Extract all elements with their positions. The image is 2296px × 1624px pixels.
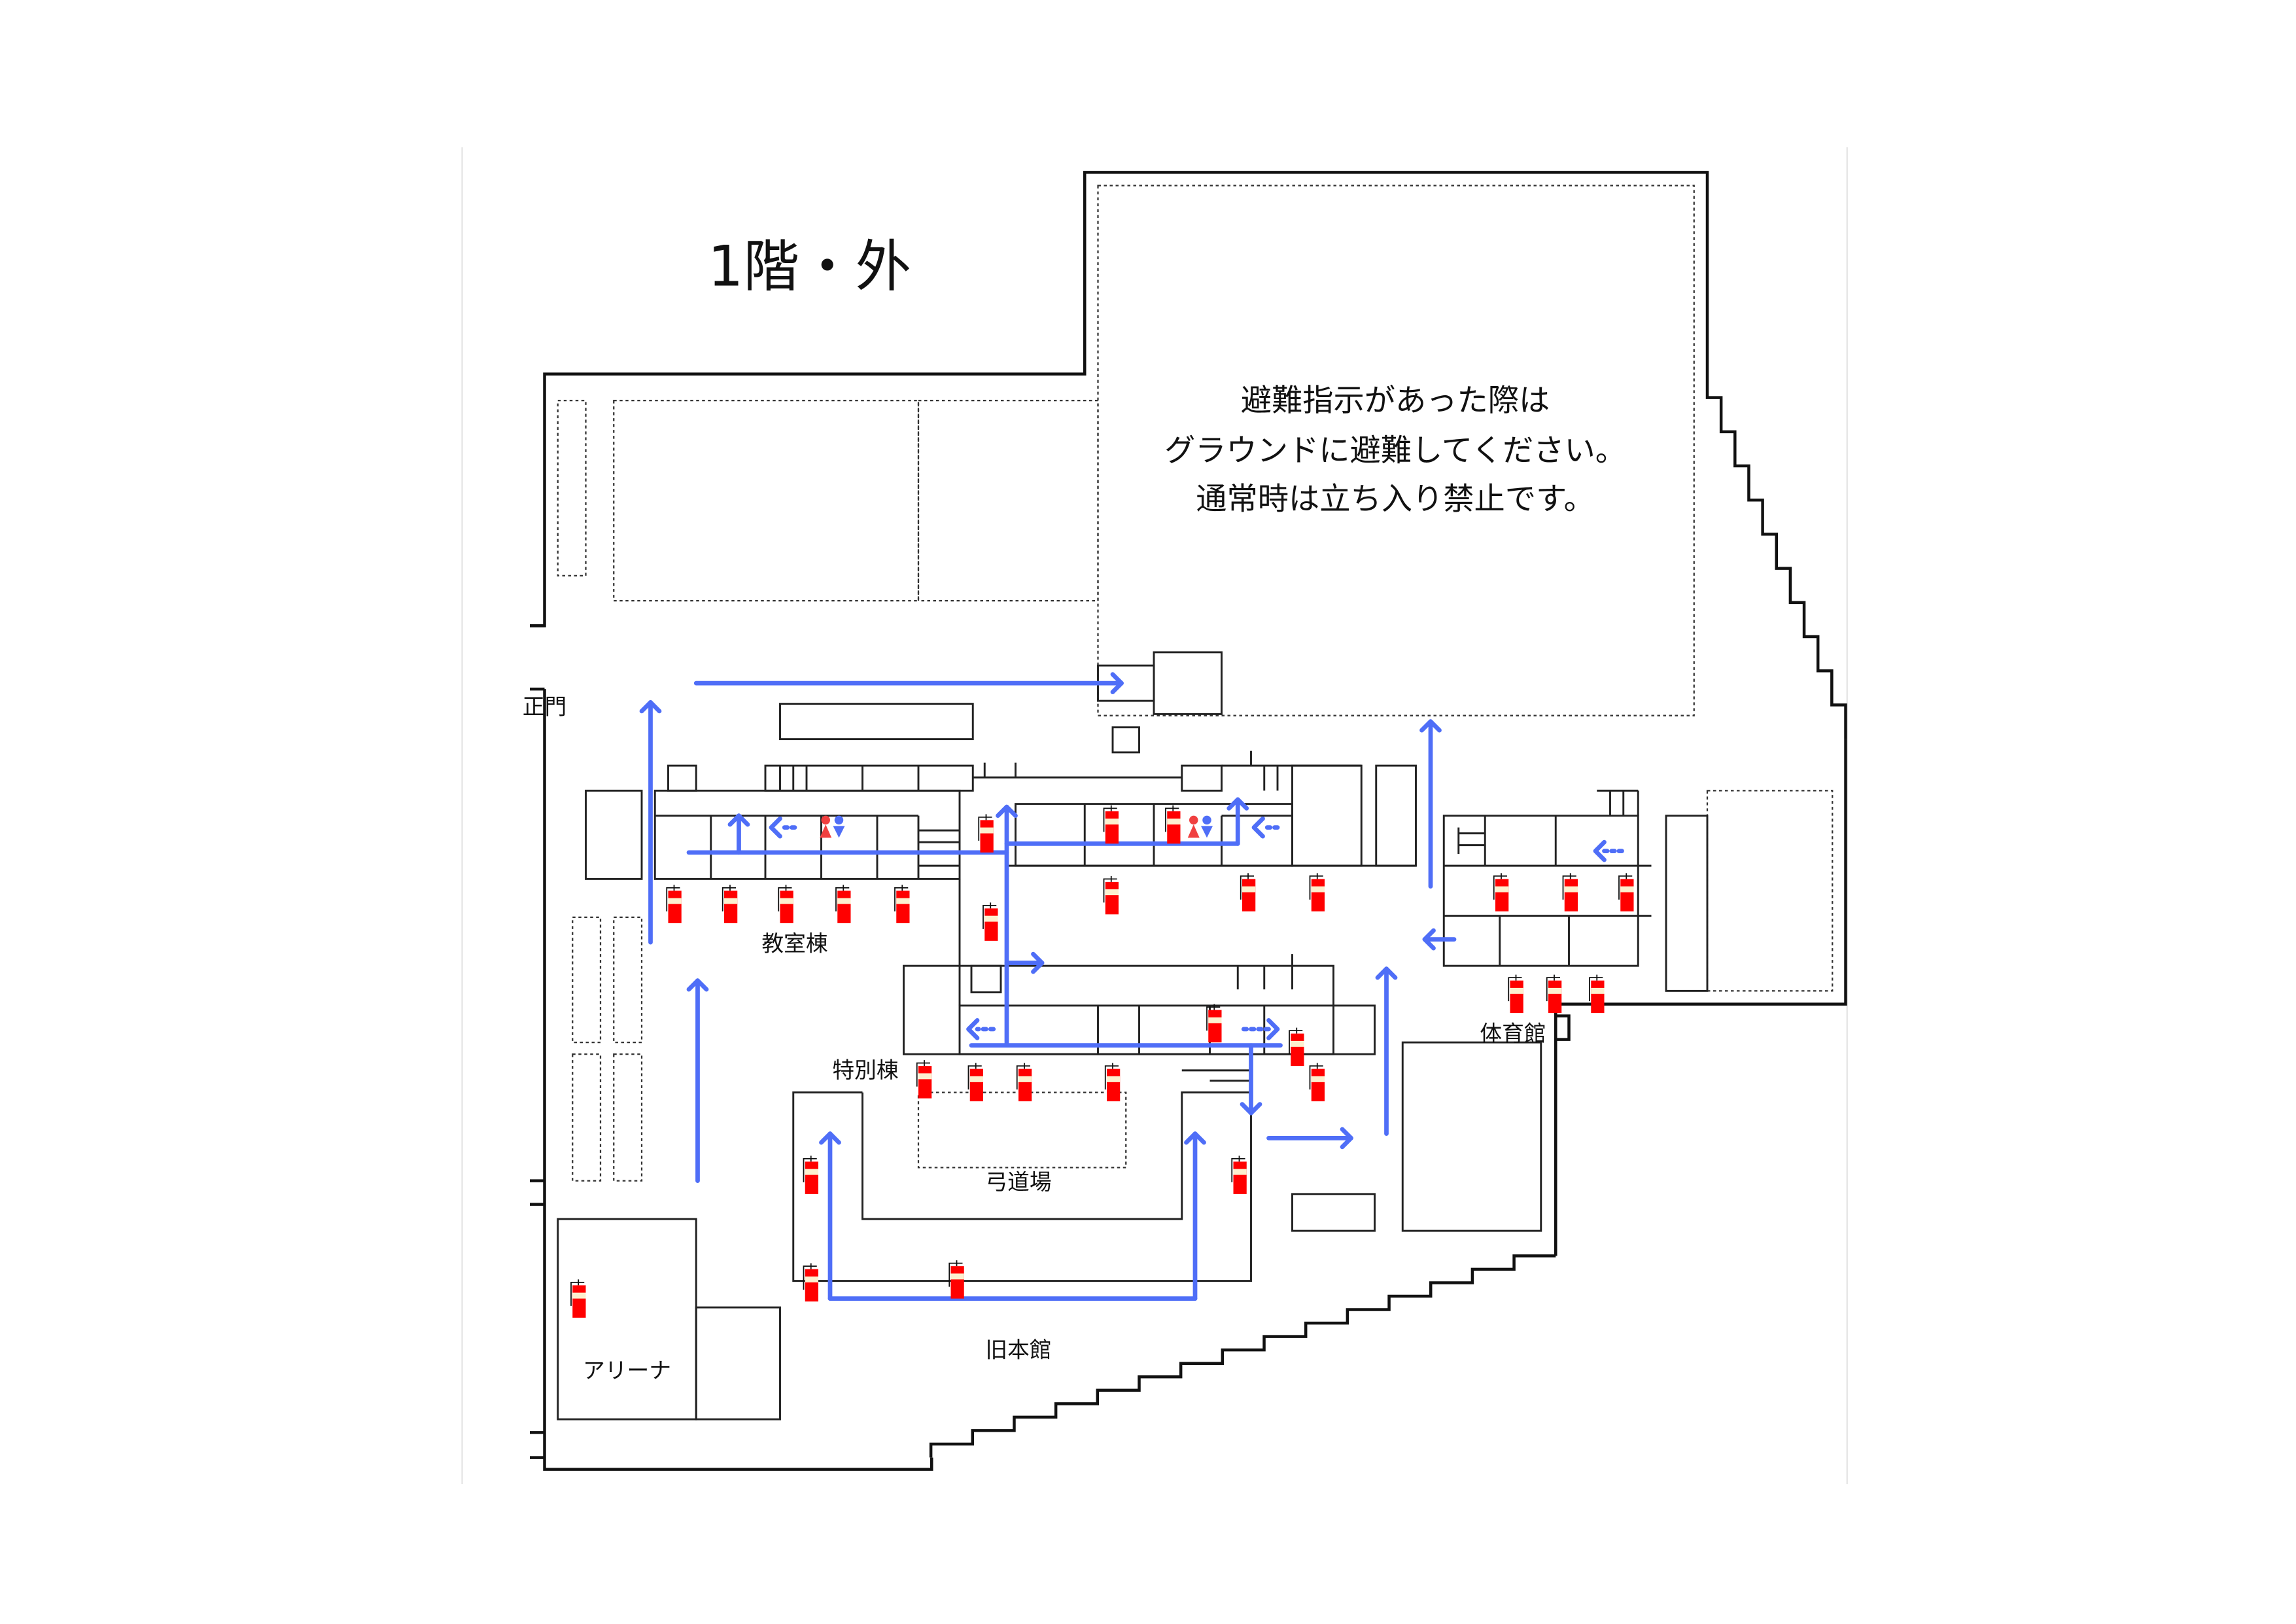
label-archery-range: 弓道場 (985, 1169, 1051, 1195)
fire-extinguisher-icon (967, 1063, 983, 1102)
safety-icons (570, 805, 1634, 1318)
fire-extinguisher-icon (1240, 873, 1256, 911)
site-boundary (530, 171, 1847, 739)
evacuation-route-arrow (639, 700, 662, 945)
notice-line-1: 避難指示があった際は (1241, 383, 1550, 419)
ground-area: 避難指示があった際は グラウンドに避難してください。 通常時は立ち入り禁止です。 (1097, 185, 1695, 716)
fire-extinguisher-icon (1016, 1063, 1032, 1102)
building-labels: 正門 教室棟 特別棟 弓道場 旧本館 アリーナ 体育館 (523, 694, 1546, 1383)
map-title: 1階・外 (708, 235, 911, 300)
fire-extinguisher-icon (722, 885, 738, 923)
fire-extinguisher-icon (1206, 1004, 1222, 1043)
arrow-head-icon (1340, 1127, 1353, 1150)
fire-extinguisher-icon (948, 1260, 964, 1299)
fire-extinguisher-icon (778, 885, 793, 923)
arrow-head-icon (1593, 839, 1607, 862)
evacuation-route-arrow (819, 1131, 841, 1301)
arrow-head-icon (1031, 951, 1045, 974)
fire-extinguisher-icon (666, 885, 682, 923)
arrow-head-icon (1422, 928, 1436, 951)
fire-extinguisher-icon (1546, 974, 1562, 1014)
evacuation-route-arrow (1240, 1043, 1262, 1116)
fire-extinguisher-icon (978, 814, 994, 853)
evacuation-direction-dotted-arrow (1251, 816, 1280, 839)
site-boundary-south (929, 1254, 1556, 1458)
fire-extinguisher-icon (1165, 805, 1181, 844)
arrow-head-icon (1375, 966, 1398, 980)
fire-extinguisher-icon (1103, 805, 1119, 844)
evacuation-route-arrow (1226, 797, 1249, 846)
restroom-icon (1187, 815, 1213, 838)
fire-extinguisher-icon (1562, 873, 1578, 911)
evacuation-route-arrow (1422, 928, 1457, 951)
fire-extinguisher-icon (1618, 873, 1634, 911)
fire-extinguisher-icon (1103, 875, 1119, 915)
label-classroom-building: 教室棟 (761, 931, 827, 957)
label-special-building: 特別棟 (832, 1057, 898, 1083)
fire-extinguisher-icon (570, 1279, 586, 1318)
fire-extinguisher-icon (1231, 1156, 1247, 1194)
arrow-head-icon (639, 700, 662, 714)
evacuation-route-arrow (1419, 719, 1442, 889)
arrow-head-icon (1110, 672, 1124, 694)
arrow-head-icon (1184, 1131, 1206, 1145)
notice-line-3: 通常時は立ち入り禁止です。 (1196, 482, 1595, 518)
evacuation-route-arrow (686, 978, 709, 1183)
arrow-head-icon (1240, 1102, 1262, 1116)
evacuation-direction-dotted-arrow (769, 816, 797, 839)
evacuation-route-arrow (693, 672, 1124, 694)
arrow-head-icon (1251, 816, 1265, 839)
evacuation-direction-dotted-arrow (966, 1018, 996, 1040)
outdoor-areas (557, 400, 1834, 1182)
fire-extinguisher-icon (803, 1263, 818, 1302)
fire-extinguisher-icon (983, 902, 998, 941)
arrow-head-icon (686, 978, 709, 992)
evacuation-route-arrow (727, 813, 750, 855)
evacuation-route-arrow (1266, 1127, 1353, 1150)
arrow-head-icon (727, 813, 750, 827)
evacuation-route-arrow (1184, 1131, 1206, 1301)
fire-extinguisher-icon (1493, 873, 1509, 911)
fire-extinguisher-icon (1104, 1063, 1121, 1102)
label-arena: アリーナ (583, 1358, 671, 1383)
fire-extinguisher-icon (1309, 873, 1325, 911)
fire-extinguisher-icon (894, 885, 910, 923)
restroom-icon (820, 815, 845, 838)
boundary-ticks (530, 624, 1571, 1459)
arrow-head-icon (996, 804, 1018, 818)
arrow-head-icon (1226, 797, 1249, 811)
evacuation-route-arrow (996, 804, 1018, 1048)
fire-extinguisher-icon (1309, 1063, 1325, 1102)
evacuation-routes (639, 672, 1624, 1301)
buildings (557, 651, 1709, 1421)
arrow-head-icon (966, 1018, 980, 1040)
evacuation-direction-dotted-arrow (1241, 1018, 1280, 1040)
arrow-head-icon (1266, 1018, 1280, 1040)
arrow-head-icon (1419, 719, 1442, 733)
fire-extinguisher-icon (916, 1060, 932, 1099)
arrow-head-icon (819, 1131, 841, 1145)
site-boundary-west (543, 689, 933, 1471)
label-main-gate: 正門 (523, 694, 567, 719)
evacuation-route-arrow (1375, 966, 1398, 1136)
arrow-head-icon (769, 816, 782, 839)
fire-extinguisher-icon (835, 885, 851, 923)
fire-extinguisher-icon (803, 1156, 818, 1194)
label-old-main-building: 旧本館 (985, 1337, 1051, 1363)
fire-extinguisher-icon (1289, 1027, 1304, 1067)
label-gymnasium: 体育館 (1480, 1021, 1546, 1046)
fire-extinguisher-icon (1589, 974, 1605, 1014)
fire-extinguisher-icon (1508, 974, 1523, 1014)
site-boundary-east (1554, 739, 1847, 1256)
evacuation-direction-dotted-arrow (1593, 839, 1624, 862)
notice-line-2: グラウンドに避難してください。 (1164, 432, 1626, 468)
evacuation-route-arrow (1004, 951, 1045, 974)
